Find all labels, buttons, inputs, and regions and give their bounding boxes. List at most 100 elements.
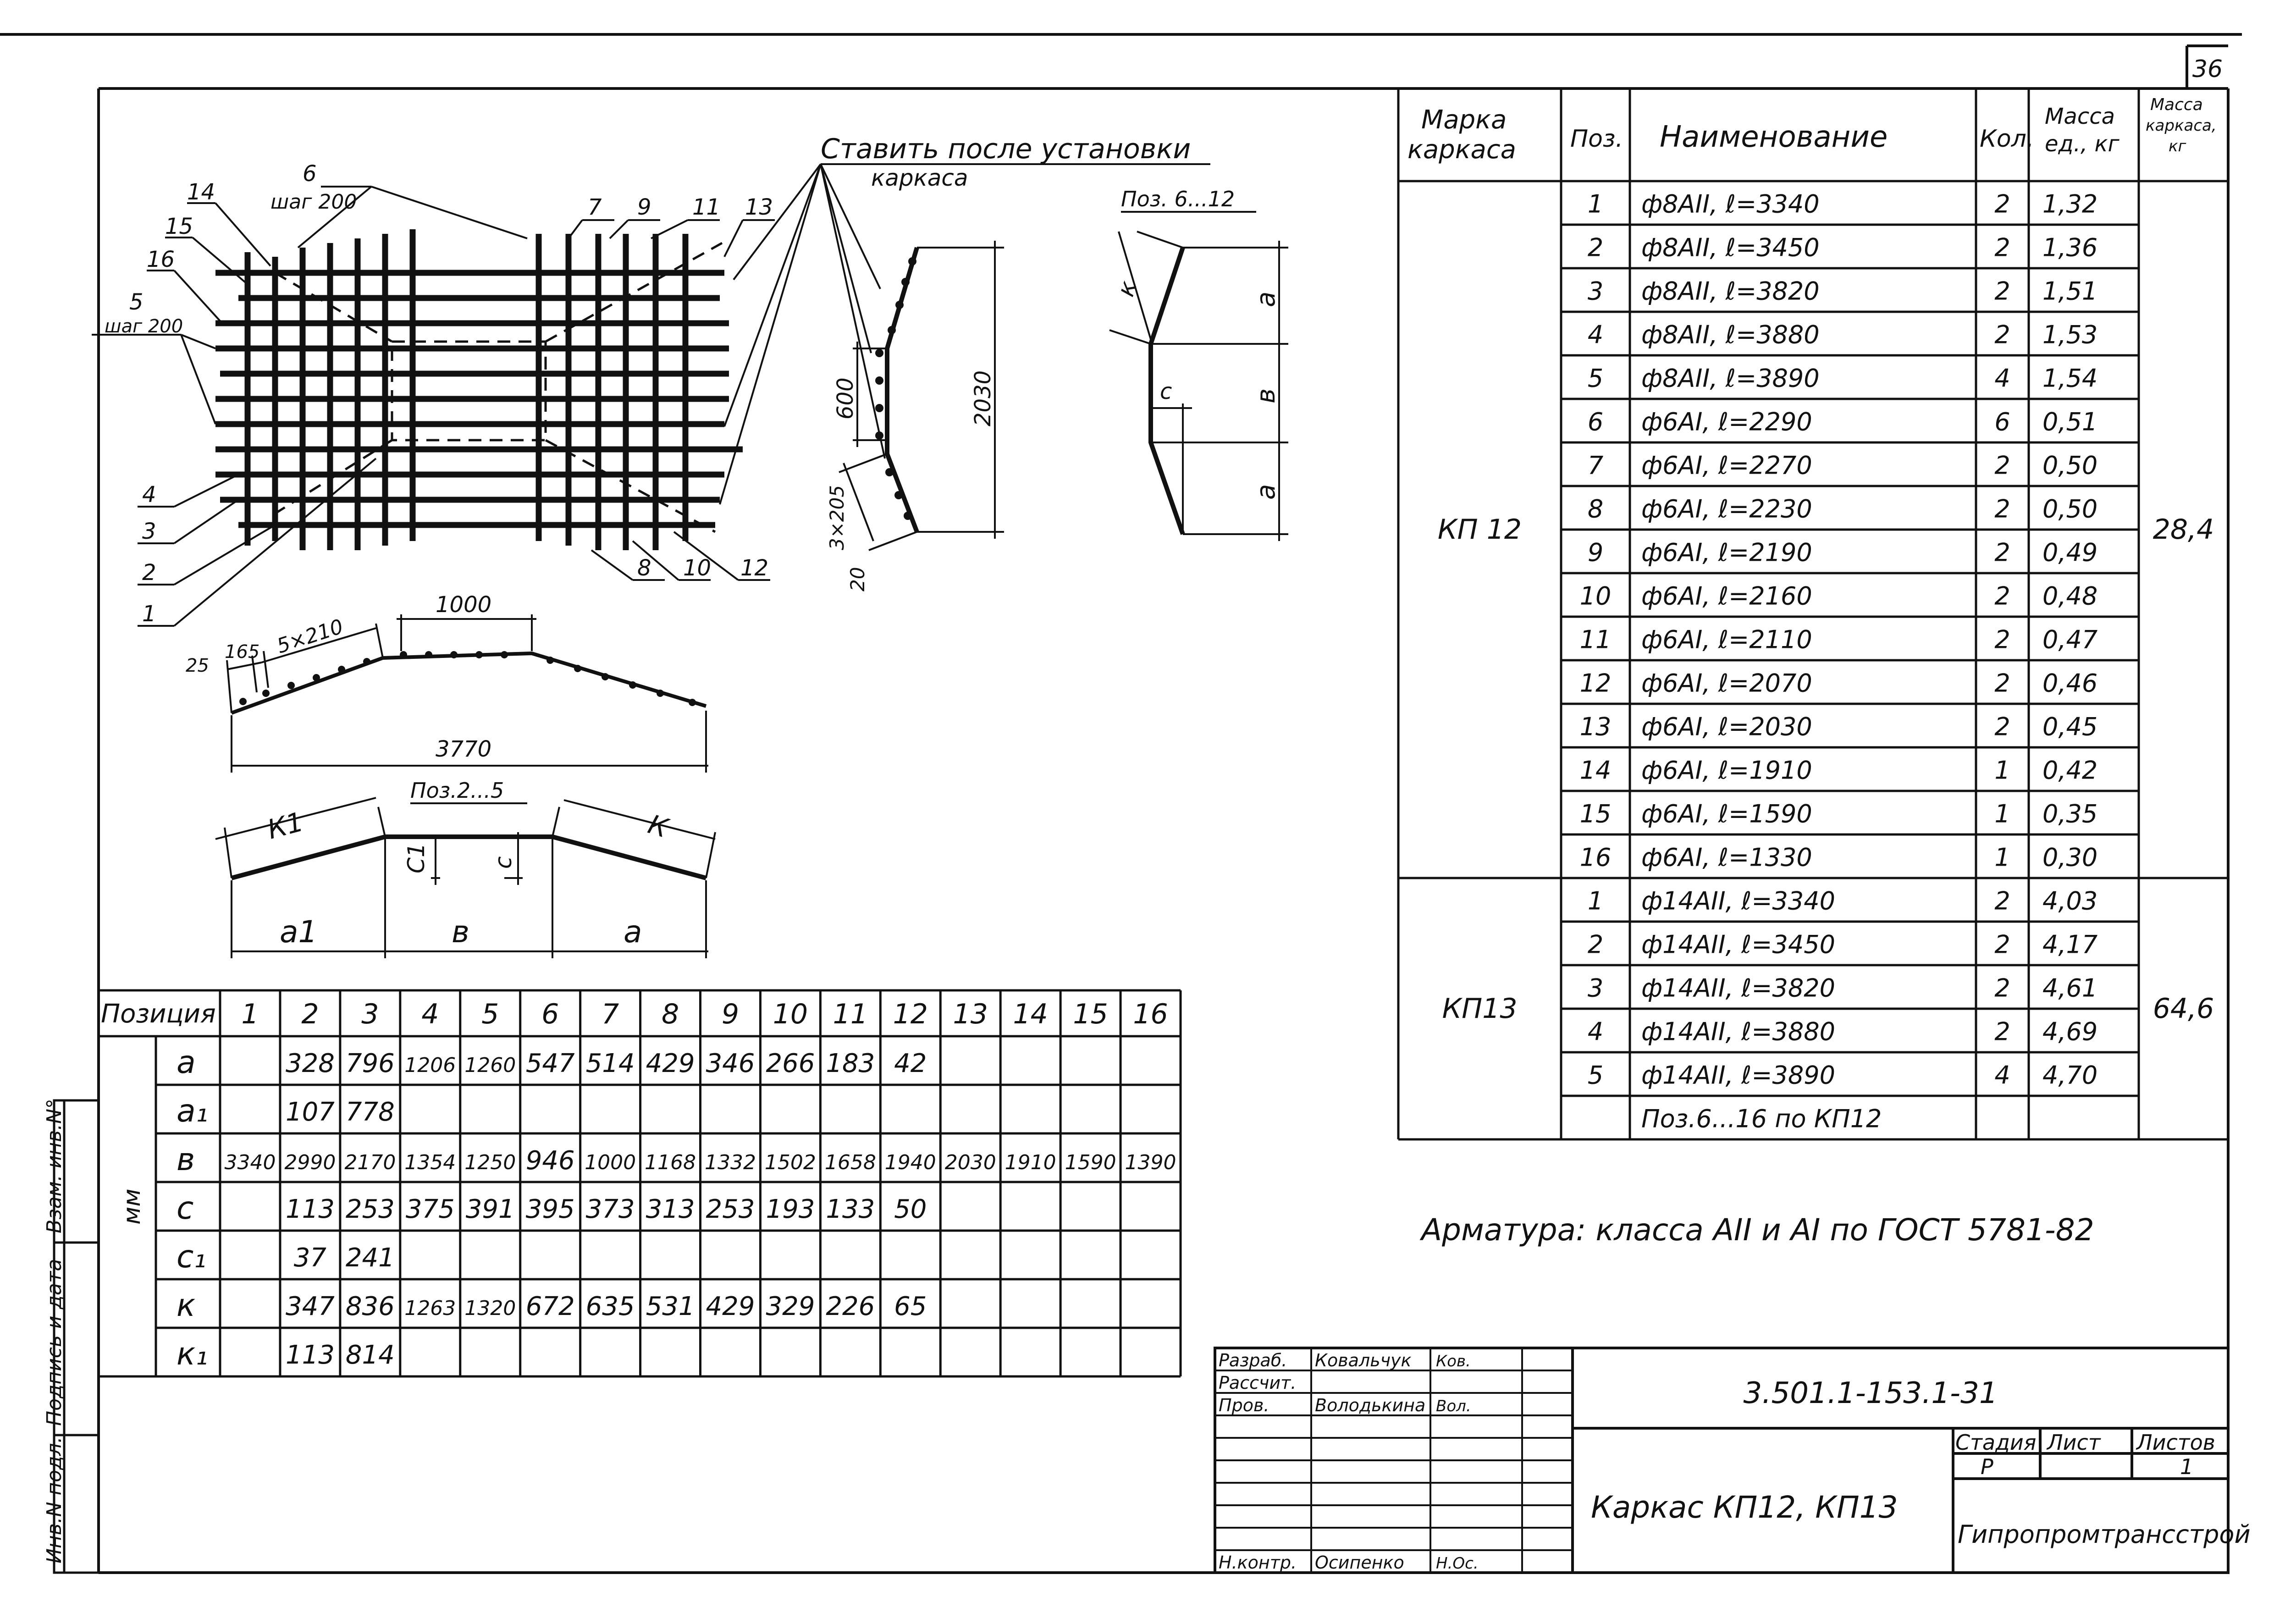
dim-cell-value: 1320 [464,1297,516,1320]
elevation-dim-1000: 1000 [436,592,491,618]
pos6-12-a-bottom: a [1251,484,1281,500]
spec-row-pos: 1 [1588,886,1603,915]
dim-cell-value: 1910 [1005,1151,1056,1174]
plan-leaders [92,186,775,627]
dim-cell-value: 113 [286,1194,335,1224]
plan-label-2: 2 [142,560,156,586]
dim-header-position: 4 [421,998,439,1030]
spec-header-mark-2: каркаса [1407,135,1516,165]
dim-cell-value: 50 [894,1194,927,1224]
spec-row-mass: 4,70 [2042,1061,2097,1089]
spec-header-pos: Поз. [1570,125,1623,153]
spec-row-mass: 0,35 [2042,799,2097,828]
plan-label-16: 16 [147,247,175,272]
dim-cell-value: 37 [294,1243,327,1273]
spec-group-mark: КП13 [1442,993,1517,1025]
plan-label-10: 10 [683,555,711,581]
dim-cell-value: 429 [706,1292,755,1321]
plan-label-step2: шаг 200 [105,316,183,337]
spec-table: Марка каркаса Поз. Наименование Кол. Мас… [1397,88,2228,1141]
spec-row-name: ф6АI, ℓ=2070 [1641,668,1812,697]
spec-row-qty: 2 [1994,320,2010,349]
side-stamp-inv-repl: Взам. инв.N° [43,1099,66,1233]
dim-cell-value: 531 [646,1292,695,1321]
dim-header-position: 7 [602,998,619,1030]
spec-row-name: ф8АII, ℓ=3450 [1641,233,1820,262]
spec-header-mass-frame-1: Масса [2150,95,2203,114]
spec-row-qty: 2 [1994,973,2010,1002]
spec-row-mass: 1,32 [2042,189,2097,218]
spec-row-pos: 9 [1588,538,1603,567]
pos2-5-title: Поз.2...5 [410,778,504,803]
spec-row-mass: 1,36 [2042,233,2097,262]
elevation-dim-165: 165 [225,641,259,663]
dim-cell-value: 946 [526,1146,575,1176]
dim-cell-value: 796 [346,1049,395,1078]
dim-cell-value: 1590 [1065,1151,1116,1174]
plan-label-4: 4 [142,482,156,508]
dim-cell-value: 253 [346,1194,395,1224]
spec-row-pos: 15 [1580,799,1612,828]
dim-cell-value: 1658 [825,1151,876,1174]
org-name: Гипропромтрансстрой [1958,1520,2251,1549]
spec-header-mass-frame-3: кг [2169,137,2187,155]
pos6-12-c: с [1160,379,1172,404]
spec-row-qty: 1 [1994,756,2010,784]
spec-row-mass: 0,49 [2042,538,2097,567]
spec-row-pos: 5 [1588,1061,1603,1089]
spec-row-name: ф14АII, ℓ=3820 [1641,973,1835,1002]
elevation-dim-25: 25 [186,655,209,676]
dim-header-position: 8 [662,998,679,1030]
section-dim-20: 20 [846,567,869,591]
plan-label-1: 1 [142,601,156,627]
spec-row-mass: 0,45 [2042,712,2097,741]
spec-row-name: ф14АII, ℓ=3890 [1641,1061,1835,1089]
dim-header-position: 16 [1133,998,1168,1030]
armature-note: Арматура: класса АII и АI по ГОСТ 5781-8… [1419,1212,2094,1248]
dim-cell-value: 395 [526,1194,575,1224]
spec-row-name: ф14АII, ℓ=3450 [1641,930,1835,959]
dim-cell-value: 836 [346,1292,395,1321]
dim-header-position: 15 [1073,998,1108,1030]
dim-cell-value: 1000 [585,1151,636,1174]
pos2-5-a1: a1 [280,914,317,950]
spec-row-qty: 2 [1994,494,2010,523]
dim-cell-value: 266 [766,1049,815,1078]
title-block-role: Пров. [1219,1395,1269,1415]
dim-header-position: 3 [361,998,379,1030]
sheets-value: 1 [2180,1454,2193,1479]
dim-header-position: 9 [722,998,739,1030]
spec-row-name: ф6АI, ℓ=1910 [1641,756,1812,784]
spec-header-qty: Кол. [1980,125,2034,153]
dim-header-position: 13 [953,998,988,1030]
spec-row-qty: 2 [1994,189,2010,218]
spec-row-mass: 4,69 [2042,1017,2097,1046]
dim-cell-value: 183 [826,1049,875,1078]
spec-row-mass: 0,30 [2042,843,2097,872]
spec-row-qty: 2 [1994,930,2010,959]
spec-row-name: ф6АI, ℓ=2160 [1641,581,1812,610]
dim-unit-label: мм [118,1189,146,1225]
dim-cell-value: 547 [526,1049,575,1078]
dim-header-position: 6 [541,998,559,1030]
spec-row-qty: 2 [1994,538,2010,567]
spec-row-mass: 4,03 [2042,886,2097,915]
spec-row-pos: 3 [1588,276,1603,305]
spec-row-pos: 14 [1580,756,1612,784]
dim-header-position: 1 [241,998,259,1030]
dim-cell-value: 2030 [945,1151,996,1174]
install-note-leaders [719,163,886,505]
title-block-role: Н.контр. [1219,1552,1297,1573]
pos2-5-a: a [624,914,642,950]
dim-cell-value: 65 [894,1292,927,1321]
plan-label-15: 15 [165,214,193,239]
dim-header-position: 10 [773,998,808,1030]
dim-cell-value: 2990 [284,1151,336,1174]
plan-label-step1: шаг 200 [270,190,357,214]
spec-header-name: Наименование [1660,120,1888,154]
dim-header-label: Позиция [101,999,216,1029]
spec-row-name: ф6АI, ℓ=2230 [1641,494,1812,523]
section-dim-600: 600 [833,377,858,420]
dim-cell-value: 107 [286,1097,335,1127]
plan-label-14: 14 [187,179,215,205]
